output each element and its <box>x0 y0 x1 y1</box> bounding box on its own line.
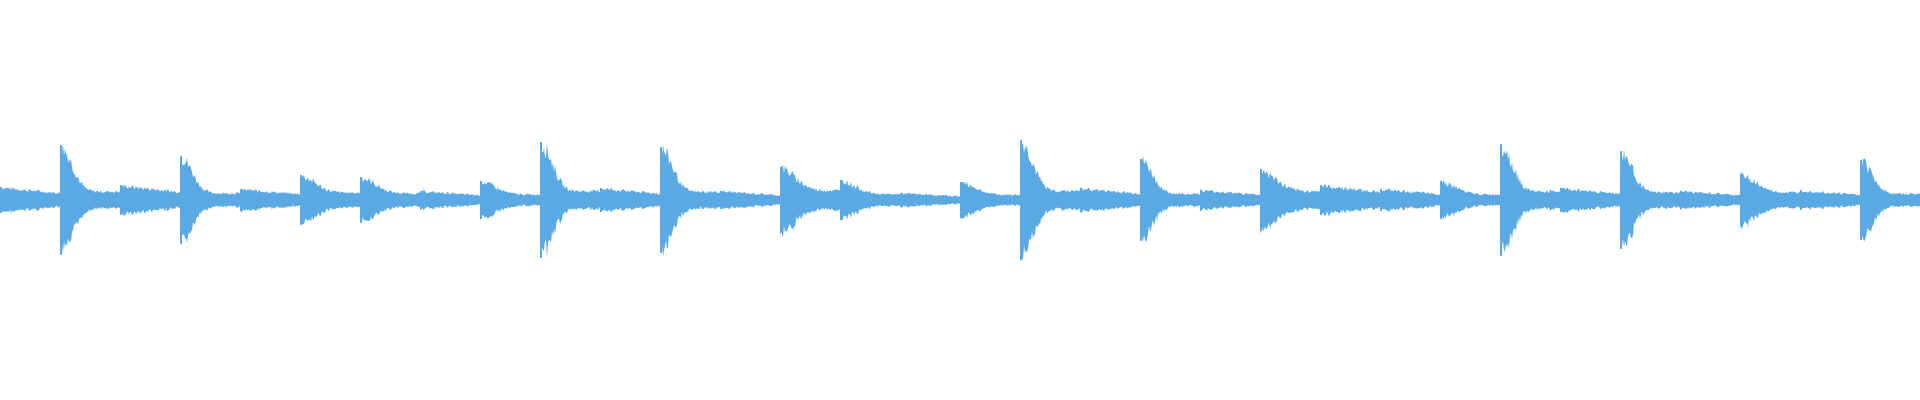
waveform-segment <box>1500 146 1560 257</box>
waveform-segment <box>1620 149 1680 248</box>
waveform-segment <box>60 143 120 254</box>
waveform-segment <box>1260 167 1320 236</box>
waveform-baseline <box>0 199 1920 201</box>
waveform-segments <box>0 139 1920 263</box>
